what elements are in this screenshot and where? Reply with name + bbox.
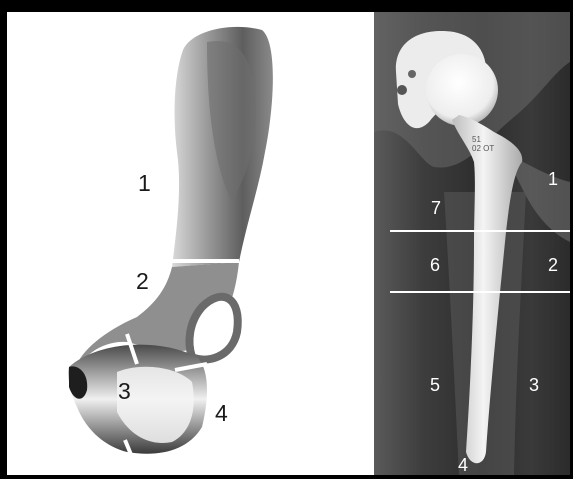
right-zone-label-2: 2 (548, 256, 558, 274)
hip-prosthesis-xray (374, 12, 570, 475)
right-zone-label-5: 5 (430, 376, 440, 394)
pelvis-render-panel: 1 2 3 4 (7, 12, 374, 475)
right-zone-label-4: 4 (458, 456, 468, 474)
left-zone-label-2: 2 (136, 270, 149, 293)
right-zone-label-6: 6 (430, 256, 440, 274)
xray-panel: 51 02 OT 1 2 3 4 5 6 7 (374, 12, 570, 475)
implant-engraving: 51 02 OT (472, 136, 494, 154)
pelvis-bone-illustration (7, 12, 374, 475)
femoral-head-shape (426, 54, 498, 126)
left-zone-label-4: 4 (215, 402, 228, 425)
left-zone-label-1: 1 (138, 172, 151, 195)
right-zone-label-1: 1 (548, 170, 558, 188)
right-zone-label-3: 3 (529, 376, 539, 394)
left-zone-label-3: 3 (118, 380, 131, 403)
right-zone-label-7: 7 (431, 199, 441, 217)
